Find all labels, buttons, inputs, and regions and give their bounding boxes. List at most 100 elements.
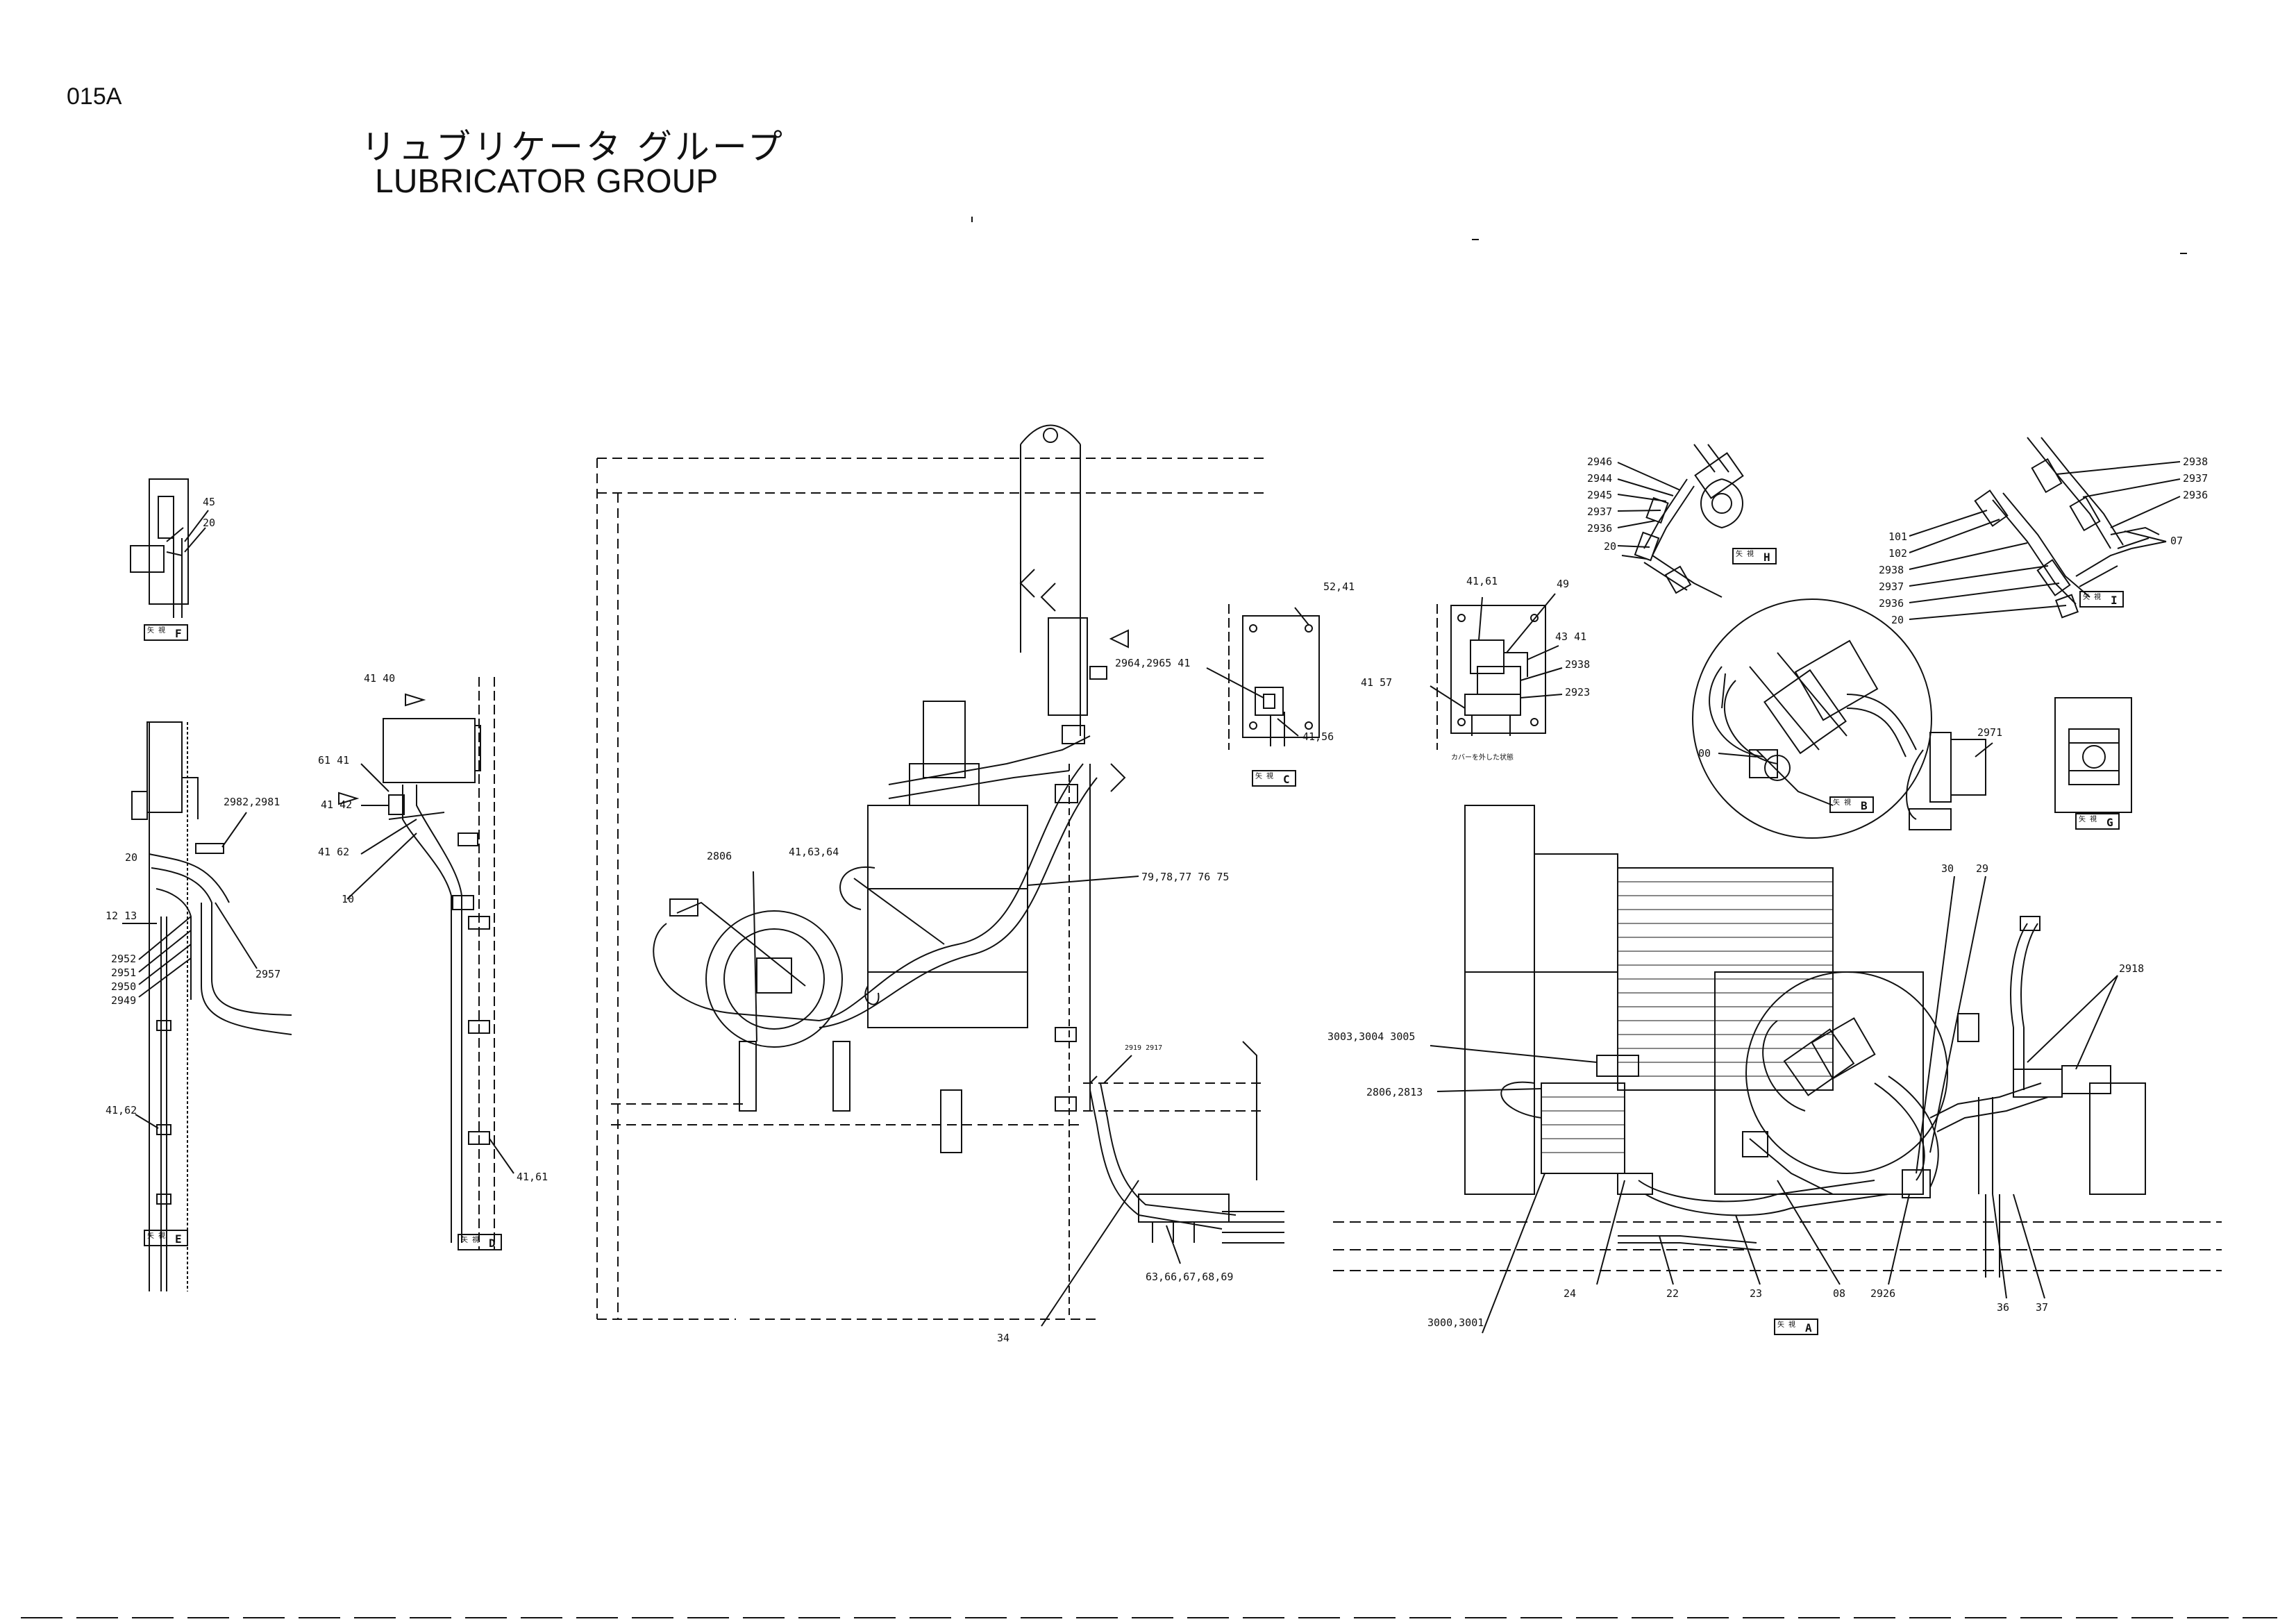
callout: 2944	[1587, 472, 1612, 485]
svg-text:矢 視: 矢 視	[147, 626, 165, 635]
callout: 24	[1564, 1287, 1576, 1300]
callout: 2806	[707, 850, 732, 862]
callout: 63,66,67,68,69	[1146, 1271, 1233, 1283]
callout: 00	[1698, 747, 1711, 760]
svg-text:A: A	[1805, 1321, 1812, 1334]
view-h-pump	[1470, 639, 1505, 674]
title-english: LUBRICATOR GROUP	[375, 163, 719, 200]
svg-text:矢 視: 矢 視	[1736, 549, 1754, 558]
svg-text:矢 視: 矢 視	[461, 1235, 479, 1244]
callout: 41 62	[318, 846, 349, 858]
callout: 22	[1666, 1287, 1679, 1300]
callout: 2923	[1565, 686, 1590, 698]
callout: 2950	[111, 980, 136, 993]
view-tag-f: 矢 視 F	[144, 624, 188, 641]
callout: 79,78,77 76 75	[1141, 871, 1229, 883]
view-h-fittings	[1617, 444, 1744, 598]
main-mast-column	[1048, 617, 1088, 716]
callout: 101	[1888, 530, 1907, 543]
callout: 2949	[111, 994, 136, 1007]
callout: 45	[203, 496, 215, 508]
view-tag-a: 矢 視 A	[1774, 1319, 1818, 1335]
view-c	[1206, 604, 1320, 750]
svg-text:矢 視: 矢 視	[1777, 1320, 1795, 1329]
callout: 102	[1888, 547, 1907, 560]
title-japanese: リュブリケータ グループ	[361, 127, 785, 167]
callout: 52,41	[1323, 580, 1355, 593]
callout: 07	[2170, 535, 2183, 547]
view-a-frame-left	[1464, 805, 1535, 1195]
svg-text:H: H	[1763, 551, 1770, 564]
callout: 2918	[2119, 962, 2144, 975]
view-a-reel	[1745, 971, 1948, 1174]
callout: 37	[2036, 1301, 2048, 1314]
view-tag-c: 矢 視 C	[1252, 770, 1296, 787]
view-g-panel	[2054, 697, 2132, 813]
svg-text:矢 視: 矢 視	[147, 1231, 165, 1240]
view-d-lubricator-box	[383, 718, 476, 783]
view-tag-g: 矢 視 G	[2075, 813, 2120, 830]
view-a-battery-pack	[1541, 1082, 1625, 1174]
callout: 2806,2813	[1366, 1086, 1423, 1098]
view-tag-e: 矢 視 E	[144, 1230, 188, 1246]
callout: 2938	[1879, 564, 1904, 576]
svg-text:D: D	[489, 1237, 496, 1250]
callout: 49	[1557, 578, 1569, 590]
callout: 12 13	[106, 910, 137, 922]
svg-text:E: E	[175, 1232, 182, 1246]
callout: 41,56	[1302, 730, 1334, 743]
callout: 34	[997, 1332, 1009, 1344]
callout: カバーを外した状態	[1451, 753, 1514, 762]
view-b	[1692, 598, 1993, 839]
callout: 20	[203, 517, 215, 529]
view-a	[1333, 805, 2222, 1334]
view-a-housing	[1714, 971, 1924, 1195]
callout: 41 57	[1361, 676, 1392, 689]
callout: 41,61	[517, 1171, 548, 1183]
callout: 43 41	[1555, 630, 1586, 643]
svg-text:G: G	[2106, 816, 2113, 829]
view-f-bracket	[149, 478, 189, 605]
callout: 41,63,64	[789, 846, 839, 858]
view-h	[1430, 593, 1563, 750]
callout: 29	[1976, 862, 1988, 875]
svg-text:I: I	[2111, 594, 2118, 607]
main-distribution-block	[1138, 1194, 1230, 1223]
callout: 2937	[1587, 505, 1612, 518]
callout: 41 40	[364, 672, 395, 685]
callout: 2982,2981	[224, 796, 280, 808]
view-tag-i: 矢 視 I	[2079, 591, 2124, 608]
svg-text:矢 視: 矢 視	[2083, 592, 2101, 601]
callout: 2945	[1587, 489, 1612, 501]
callout: 36	[1997, 1301, 2009, 1314]
view-b-reel	[1692, 598, 1932, 839]
callout: 30	[1941, 862, 1954, 875]
callout: 20	[125, 851, 137, 864]
view-tag-h: 矢 視 H	[1732, 548, 1777, 564]
view-f	[130, 478, 209, 618]
callout: 20	[1891, 614, 1904, 626]
view-label-tags: 矢 視 F 矢 視 E 矢 視 D 矢 視 C 矢 視 H	[144, 548, 2124, 1335]
callout: 3000,3001	[1427, 1316, 1484, 1329]
callout: 2936	[1879, 597, 1904, 610]
callout: 2946	[1587, 455, 1612, 468]
callout: 2919 2917	[1125, 1044, 1162, 1052]
view-f-switch	[158, 496, 174, 539]
callout: 2938	[1565, 658, 1590, 671]
view-i-fittings	[1909, 437, 2181, 620]
callout: 2957	[255, 968, 280, 980]
svg-text:F: F	[175, 627, 182, 640]
callout: 41,61	[1466, 575, 1498, 587]
callout: 2936	[1587, 522, 1612, 535]
view-tag-b: 矢 視 B	[1829, 796, 1874, 813]
callout: 2937	[1879, 580, 1904, 593]
svg-text:矢 視: 矢 視	[1255, 771, 1273, 780]
callout: 41,62	[106, 1104, 137, 1116]
view-e-box	[146, 721, 183, 813]
callout: 2951	[111, 966, 136, 979]
callout: 3003,3004 3005	[1327, 1030, 1415, 1043]
view-g	[2054, 697, 2132, 813]
callout: 08	[1833, 1287, 1845, 1300]
